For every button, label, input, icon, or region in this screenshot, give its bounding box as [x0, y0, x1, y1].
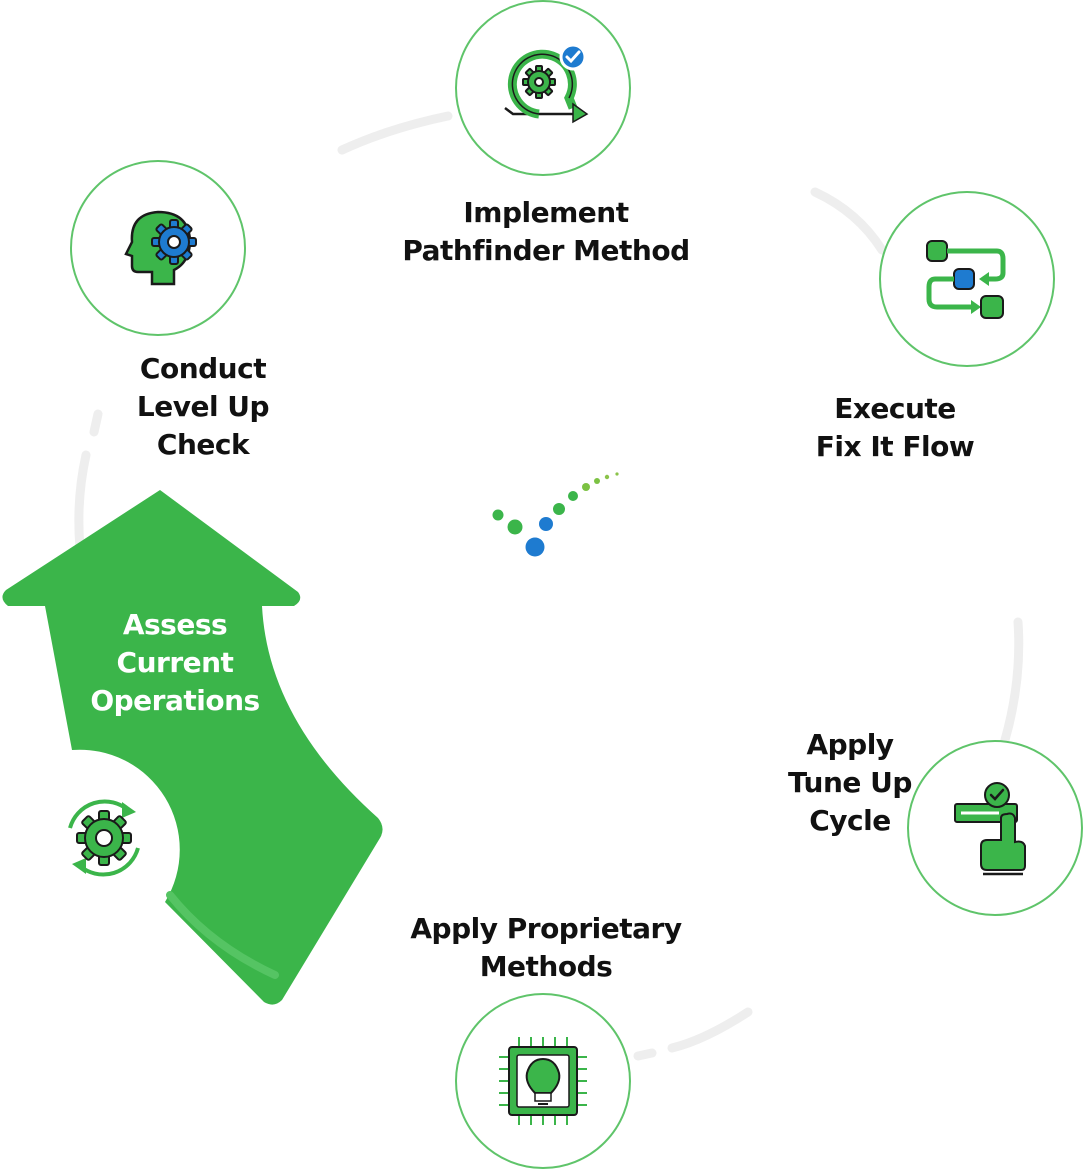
pointing-hand: [980, 812, 1026, 871]
lightbulb-base: [534, 1092, 552, 1102]
step-circle: [907, 740, 1083, 916]
logo-dot: [492, 509, 504, 521]
logo-dot: [615, 472, 619, 476]
flow-node-end: [980, 295, 1004, 319]
check-mark: [565, 50, 581, 64]
gear-hole: [534, 77, 544, 87]
dots-checkmark-logo: [492, 472, 619, 557]
gear-hole: [95, 829, 113, 847]
flow-node-middle: [953, 268, 975, 290]
gear: [76, 810, 132, 866]
track-segment: [667, 1007, 753, 1053]
chip-pins: [499, 1037, 587, 1125]
step-label-proprietary: Apply Proprietary Methods: [396, 910, 696, 986]
step-conduct[interactable]: [70, 160, 246, 336]
hand-tap-check-icon: [954, 782, 1026, 876]
arrow-shape: [2, 490, 383, 1005]
gear-refresh-icon: [68, 799, 140, 877]
gear-hole: [167, 235, 181, 249]
refresh-arrowhead: [72, 858, 86, 874]
step-proprietary[interactable]: [455, 993, 631, 1169]
label-line: Assess: [122, 608, 228, 641]
loop-arrow-outline: [511, 53, 574, 115]
track-segment: [89, 409, 103, 437]
step-implement[interactable]: [455, 0, 631, 176]
label-line: Apply Proprietary: [410, 912, 682, 945]
logo-dot: [582, 483, 590, 491]
step-execute[interactable]: [879, 191, 1055, 367]
logo-dot: [568, 491, 578, 501]
logo-dot: [525, 537, 545, 557]
logo-dot: [604, 474, 610, 480]
label-line: Cycle: [809, 804, 891, 837]
step-tune[interactable]: [907, 740, 1083, 916]
center-gear: [522, 65, 556, 99]
track-segment: [74, 450, 91, 553]
logo-dot: [594, 478, 600, 484]
flow-connector: [947, 248, 1006, 282]
refresh-arc-top: [68, 799, 130, 829]
track-segment: [337, 111, 453, 155]
flow-process-icon: [926, 240, 1006, 319]
label-line: Apply: [806, 728, 894, 761]
track-segment: [1000, 617, 1024, 745]
step-label-execute: Execute Fix It Flow: [790, 390, 1000, 466]
label-line: Conduct: [139, 352, 267, 385]
label-line: Pathfinder Method: [402, 234, 690, 267]
label-line: Tune Up: [788, 766, 912, 799]
chip-lightbulb-icon: [499, 1037, 587, 1125]
lightbulb: [525, 1057, 561, 1094]
track-segment: [633, 1048, 657, 1061]
head-gear-icon: [124, 210, 197, 286]
step-label-assess: Assess Current Operations: [60, 606, 290, 720]
refresh-arrowhead: [122, 802, 136, 818]
logo-dot: [507, 519, 523, 535]
arrowhead: [572, 102, 589, 124]
label-line: Execute: [834, 392, 956, 425]
label-line: Level Up: [136, 390, 270, 423]
label-line: Methods: [479, 950, 613, 983]
label-line: Implement: [463, 196, 629, 229]
flow-arrowhead: [971, 300, 981, 314]
label-line: Operations: [90, 684, 260, 717]
label-line: Check: [156, 428, 250, 461]
label-line: Current: [116, 646, 234, 679]
refresh-arc-bottom: [78, 847, 140, 877]
logo-dot: [553, 503, 565, 515]
cycle-track: [74, 111, 1024, 1061]
label-line: Fix It Flow: [815, 430, 975, 463]
step-label-implement: Implement Pathfinder Method: [386, 194, 706, 270]
gear-arrow-check-icon: [504, 43, 589, 124]
logo-dot: [539, 517, 553, 531]
flow-connector: [926, 276, 973, 310]
check-mark: [989, 788, 1005, 801]
step-label-tune: Apply Tune Up Cycle: [760, 726, 940, 840]
flow-arrowhead: [979, 272, 989, 286]
assess-arrow[interactable]: [2, 490, 383, 1005]
head-gear: [151, 219, 197, 265]
track-segment: [810, 187, 887, 255]
step-label-conduct: Conduct Level Up Check: [98, 350, 308, 464]
arrow-highlight: [166, 891, 279, 979]
flow-node-start: [926, 240, 948, 262]
